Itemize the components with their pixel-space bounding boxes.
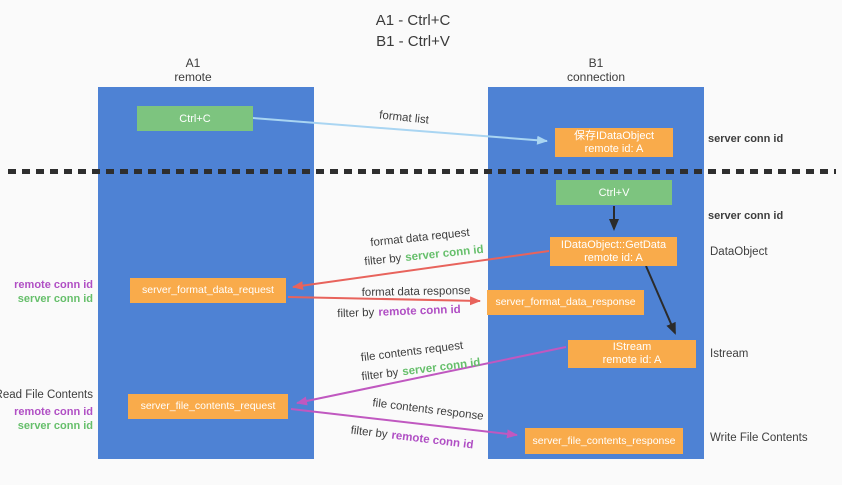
server-format-data-request-label: server_format_data_request: [142, 284, 274, 296]
session-divider-dashed-line: [8, 169, 836, 174]
server-file-contents-response-box: server_file_contents_response: [525, 428, 683, 454]
server-conn-id-left-label-2: server conn id: [17, 420, 93, 432]
ctrl-v-box: Ctrl+V: [556, 180, 672, 205]
dataobject-label: DataObject: [710, 246, 768, 258]
lane-b1-role: connection: [566, 70, 626, 84]
getdata-to-istream-arrow: [645, 265, 676, 335]
save-idataobject-box: 保存IDataObject remote id: A: [555, 128, 673, 157]
istream-box: IStream remote id: A: [568, 340, 696, 368]
server-conn-id-right-top-label: server conn id: [708, 133, 784, 145]
lane-a1-role: remote: [174, 70, 212, 84]
left-conn-id-block-2: Read File Contents remote conn id server…: [0, 388, 93, 433]
lane-header-a1: A1 remote: [133, 56, 253, 84]
ctrl-c-label: Ctrl+C: [179, 112, 211, 125]
title-line-2: B1 - Ctrl+V: [376, 33, 450, 50]
format-data-response-label: format data response: [361, 285, 471, 299]
file-contents-request-arrow: [296, 346, 567, 406]
save-idataobject-line1: 保存IDataObject: [573, 129, 655, 142]
idataobject-getdata-box: IDataObject::GetData remote id: A: [550, 237, 677, 266]
lane-b1-name: B1: [588, 56, 604, 70]
server-conn-id-right-mid-label: server conn id: [708, 210, 784, 222]
lane-a1-name: A1: [185, 56, 201, 70]
istream-line1: IStream: [612, 341, 652, 353]
ctrl-v-label: Ctrl+V: [598, 186, 630, 199]
server-file-contents-response-label: server_file_contents_response: [532, 434, 676, 447]
server-conn-id-left-label-1: server conn id: [17, 293, 93, 305]
server-format-data-response-box: server_format_data_response: [487, 290, 644, 315]
format-list-arrow: [252, 117, 548, 145]
server-file-contents-request-box: server_file_contents_request: [128, 394, 288, 419]
filter-by-text: filter by: [337, 306, 375, 321]
diagram-title: A1 - Ctrl+C B1 - Ctrl+V: [0, 10, 826, 52]
getdata-line2: remote id: A: [584, 251, 643, 264]
read-file-contents-label: Read File Contents: [0, 389, 93, 401]
getdata-line1: IDataObject::GetData: [560, 238, 667, 251]
server-format-data-request-box: server_format_data_request: [130, 278, 286, 303]
left-conn-id-block-1: remote conn id server conn id: [14, 278, 93, 306]
ctrl-c-box: Ctrl+C: [137, 106, 253, 131]
istream-line2: remote id: A: [602, 354, 662, 366]
write-file-contents-label: Write File Contents: [710, 432, 808, 444]
remote-conn-id-left-label-1: remote conn id: [14, 279, 93, 291]
save-idataobject-line2: remote id: A: [584, 142, 644, 155]
format-data-request-arrow: [292, 250, 550, 291]
file-contents-response-arrow: [290, 408, 518, 439]
remote-conn-id-left-label-2: remote conn id: [14, 406, 93, 418]
server-file-contents-request-label: server_file_contents_request: [140, 400, 276, 412]
format-data-response-arrow: [287, 296, 481, 306]
lane-header-b1: B1 connection: [536, 56, 656, 84]
server-format-data-response-label: server_format_data_response: [495, 296, 636, 308]
title-line-1: A1 - Ctrl+C: [375, 12, 451, 29]
istream-side-label: Istream: [710, 348, 749, 360]
